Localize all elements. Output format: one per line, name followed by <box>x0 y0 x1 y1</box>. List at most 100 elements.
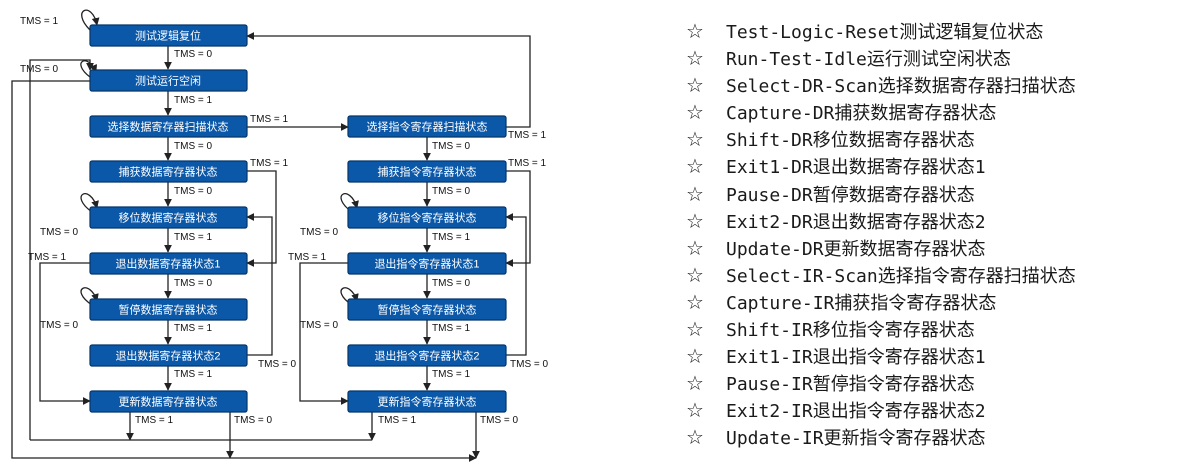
state-label: 选择数据寄存器扫描状态 <box>108 120 229 134</box>
state-update-dr: 更新数据寄存器状态 <box>89 390 248 413</box>
tms-label: TMS = 1 <box>174 232 213 243</box>
legend-text: Capture-IR捕获指令寄存器状态 <box>726 292 997 314</box>
tms-label: TMS = 0 <box>432 141 471 152</box>
legend-text: Exit2-IR退出指令寄存器状态2 <box>726 401 986 423</box>
state-shift-dr: 移位数据寄存器状态 <box>89 206 248 229</box>
state-label: 更新指令寄存器状态 <box>378 395 477 409</box>
state-label: 移位指令寄存器状态 <box>378 211 477 225</box>
star-icon: ☆ <box>686 154 704 179</box>
state-label: 暂停数据寄存器状态 <box>119 303 218 317</box>
star-icon: ☆ <box>686 46 704 71</box>
legend-item: ☆Update-DR更新数据寄存器状态 <box>686 235 1186 262</box>
tms-label: TMS = 1 <box>174 323 213 334</box>
state-capture-ir: 捕获指令寄存器状态 <box>347 160 507 183</box>
legend-text: Exit2-DR退出数据寄存器状态2 <box>726 211 986 233</box>
star-icon: ☆ <box>686 425 704 450</box>
legend-item: ☆Exit2-DR退出数据寄存器状态2 <box>686 208 1186 235</box>
state-exit1-dr: 退出数据寄存器状态1 <box>89 252 248 275</box>
tms-label: TMS = 0 <box>234 415 273 426</box>
tms-label: TMS = 0 <box>432 278 471 289</box>
tms-label: TMS = 1 <box>250 114 289 125</box>
legend-item: ☆ Shift-IR移位指令寄存器状态 <box>686 316 1186 343</box>
state-run-test-idle: 测试运行空闲 <box>89 69 248 92</box>
state-label: 捕获指令寄存器状态 <box>378 165 477 179</box>
state-label: 退出数据寄存器状态2 <box>115 349 220 363</box>
legend-item: ☆ Shift-DR移位数据寄存器状态 <box>686 126 1186 153</box>
tms-label: TMS = 0 <box>174 141 213 152</box>
state-pause-ir: 暂停指令寄存器状态 <box>347 298 507 321</box>
tms-label: TMS = 1 <box>508 158 547 169</box>
tms-label: TMS = 1 <box>28 252 67 263</box>
state-label: 更新数据寄存器状态 <box>119 395 218 409</box>
legend-item: ☆ Pause-IR暂停指令寄存器状态 <box>686 370 1186 397</box>
legend-item: ☆ Exit2-IR退出指令寄存器状态2 <box>686 397 1186 424</box>
tms-label: TMS = 1 <box>174 95 213 106</box>
tms-label: TMS = 1 <box>250 158 289 169</box>
legend-text: Shift-DR移位数据寄存器状态 <box>726 130 975 152</box>
tms-label: TMS = 1 <box>288 252 327 263</box>
legend-text: Exit1-IR退出指令寄存器状态1 <box>726 347 986 369</box>
state-exit2-ir: 退出指令寄存器状态2 <box>347 344 507 367</box>
star-icon: ☆ <box>686 317 704 342</box>
tms-label: TMS = 1 <box>174 369 213 380</box>
tms-label: TMS = 0 <box>510 359 549 370</box>
legend-item: ☆ Exit1-DR退出数据寄存器状态1 <box>686 153 1186 180</box>
state-pause-dr: 暂停数据寄存器状态 <box>89 298 248 321</box>
tms-label: TMS = 0 <box>432 186 471 197</box>
star-icon: ☆ <box>686 398 704 423</box>
legend-item: ☆ Select-DR-Scan选择数据寄存器扫描状态 <box>686 72 1186 99</box>
legend-text: Pause-IR暂停指令寄存器状态 <box>726 374 975 396</box>
legend-text: Select-IR-Scan选择指令寄存器扫描状态 <box>726 265 1076 287</box>
star-icon: ☆ <box>686 73 704 98</box>
star-icon: ☆ <box>686 371 704 396</box>
legend-item: ☆ Test-Logic-Reset测试逻辑复位状态 <box>686 18 1186 45</box>
star-icon: ☆ <box>686 19 704 43</box>
tms-label: TMS = 0 <box>480 415 519 426</box>
legend-item: ☆Exit1-IR退出指令寄存器状态1 <box>686 343 1186 370</box>
tms-label: TMS = 0 <box>174 278 213 289</box>
legend-text: Update-IR更新指令寄存器状态 <box>726 428 986 450</box>
state-legend: ☆ Test-Logic-Reset测试逻辑复位状态 ☆ Run-Test-Idle… <box>686 18 1186 452</box>
state-label: 退出数据寄存器状态1 <box>115 257 220 271</box>
state-exit1-ir: 退出指令寄存器状态1 <box>347 252 507 275</box>
legend-item: ☆ Run-Test-Idle运行测试空闲状态 <box>686 45 1186 72</box>
tms-label: TMS = 1 <box>508 130 547 141</box>
legend-text: Test-Logic-Reset测试逻辑复位状态 <box>726 22 1044 43</box>
transition-wires <box>11 9 531 462</box>
legend-item: ☆ Capture-IR捕获指令寄存器状态 <box>686 289 1186 316</box>
state-label: 测试逻辑复位 <box>135 29 201 43</box>
legend-text: Shift-IR移位指令寄存器状态 <box>726 320 975 342</box>
jtag-state-diagram: 测试逻辑复位 测试运行空闲 选择数据寄存器扫描状态 捕获数据寄存器状态 移位数据… <box>11 9 549 462</box>
star-icon: ☆ <box>686 235 704 260</box>
tms-label: TMS = 1 <box>20 16 59 27</box>
tms-label: TMS = 1 <box>432 323 471 334</box>
state-label: 移位数据寄存器状态 <box>119 211 218 225</box>
transition-labels: TMS = 1 TMS = 0 TMS = 0 TMS = 1 TMS = 0 … <box>20 16 549 426</box>
tms-label: TMS = 1 <box>432 232 471 243</box>
star-icon: ☆ <box>686 262 704 287</box>
legend-text: Pause-DR暂停数据寄存器状态 <box>726 184 975 206</box>
tms-label: TMS = 1 <box>135 415 174 426</box>
tms-label: TMS = 1 <box>432 369 471 380</box>
state-update-ir: 更新指令寄存器状态 <box>347 390 507 413</box>
star-icon: ☆ <box>686 181 704 206</box>
star-icon: ☆ <box>686 289 704 314</box>
star-icon: ☆ <box>686 127 704 152</box>
legend-text: Select-DR-Scan选择数据寄存器扫描状态 <box>726 76 1076 98</box>
legend-text: Exit1-DR退出数据寄存器状态1 <box>726 157 986 179</box>
legend-item: ☆ Select-IR-Scan选择指令寄存器扫描状态 <box>686 262 1186 289</box>
state-test-logic-reset: 测试逻辑复位 <box>89 24 248 47</box>
tms-label: TMS = 0 <box>174 186 213 197</box>
tms-label: TMS = 0 <box>40 320 79 331</box>
state-label: 选择指令寄存器扫描状态 <box>367 120 488 134</box>
state-exit2-dr: 退出数据寄存器状态2 <box>89 344 248 367</box>
state-select-ir-scan: 选择指令寄存器扫描状态 <box>347 115 507 138</box>
legend-text: Run-Test-Idle运行测试空闲状态 <box>726 49 1011 71</box>
tms-label: TMS = 0 <box>20 64 59 75</box>
legend-text: Capture-DR捕获数据寄存器状态 <box>726 103 997 125</box>
state-label: 捕获数据寄存器状态 <box>119 165 218 179</box>
legend-item: ☆Capture-DR捕获数据寄存器状态 <box>686 99 1186 126</box>
state-capture-dr: 捕获数据寄存器状态 <box>89 160 248 183</box>
tms-label: TMS = 0 <box>300 320 339 331</box>
state-shift-ir: 移位指令寄存器状态 <box>347 206 507 229</box>
